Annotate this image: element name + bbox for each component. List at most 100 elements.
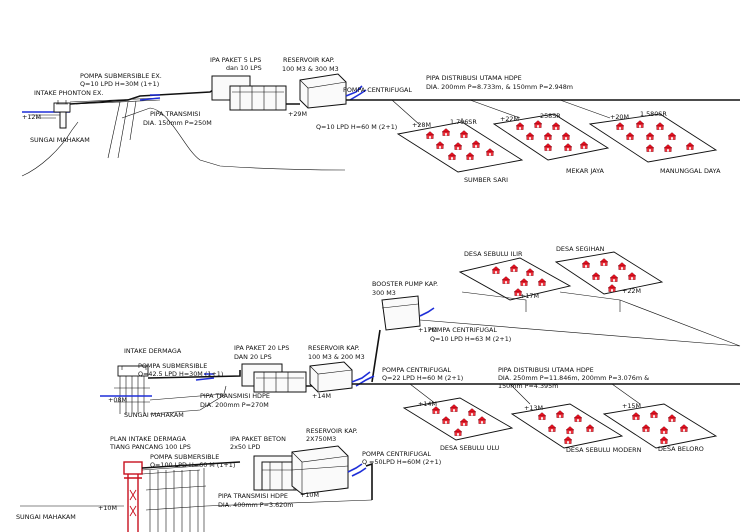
pipe-intake-3: [141, 461, 241, 469]
s2-upper-v1-name: DESA SEBULU ILIR: [464, 250, 523, 258]
s1-distribusi-1: PIPA DISTRIBUSI UTAMA HDPE: [426, 74, 522, 82]
s2-reservoir-2: 100 M3 & 200 M3: [308, 353, 365, 361]
village-segihan: [554, 251, 664, 295]
s3-river-label: SUNGAI MAHAKAM: [16, 513, 76, 521]
s1-v2-length: 258SR: [540, 112, 561, 120]
s2-lower-v3-elev: +15M: [622, 402, 641, 410]
s3-reservoir-2: 2X750M3: [306, 435, 336, 443]
pump-centrifugal-1-icon: [345, 85, 367, 101]
village-manunggal-daya: [588, 113, 718, 163]
s3-elev-intake: +10M: [98, 504, 117, 512]
s2-intake-label: INTAKE DERMAGA: [124, 347, 182, 355]
s2-upper-v2-elev: +22M: [622, 287, 641, 295]
s3-ipa-paket-1: IPA PAKET BETON: [230, 435, 286, 443]
s1-v3-length: 1.580SR: [640, 110, 667, 118]
s2-pompa-cent-2: Q=22 LPD H=60 M (2+1): [382, 374, 463, 382]
intake-dermaga-tower-icon: [114, 365, 150, 414]
s2-upper-v1-elev: +17M: [520, 292, 539, 300]
ipa-paket-20-tank-icon: [241, 363, 307, 393]
booster-pump-tank-icon: [381, 295, 421, 331]
s1-v1-length: 1.796SR: [450, 118, 477, 126]
s3-pompa-cent-2: Q =50LPD H=60M (2+1): [362, 458, 441, 466]
s3-plan-intake-1: PLAN INTAKE DERMAGA: [110, 435, 187, 443]
s1-pompa-sub-line2: Q=10 LPD H=30M (1+1): [80, 80, 159, 88]
ipa-paket-tank-icon: [211, 75, 287, 111]
s3-ipa-paket-2: 2x50 LPD: [230, 443, 260, 451]
plan-intake-tower-icon: [123, 461, 207, 532]
s2-pompa-sub-2: Q=42.5 LPD H=30M (1+1): [138, 370, 223, 378]
riverbank-line: [21, 107, 346, 177]
s1-pompa-cent-1: POMPA CENTRIFUGAL: [343, 86, 412, 94]
s2-distribusi-2: DIA. 250mm P=11.846m, 200mm P=3.076m &: [498, 374, 649, 382]
s1-ipa-paket-1: IPA PAKET 5 LPS: [210, 56, 261, 64]
s2-booster-elev: +17M: [418, 326, 437, 334]
reservoir-3-tank-icon: [291, 445, 349, 495]
s2-booster-pump-2: Q=10 LPD H=63 M (2+1): [430, 335, 511, 343]
village-beloro: [602, 403, 718, 449]
reservoir-1-tank-icon: [299, 73, 347, 109]
s1-elev-reservoir: +29M: [288, 110, 307, 118]
s2-elev-intake: +08M: [108, 396, 127, 404]
s2-ipa-paket-2: DAN 20 LPS: [234, 353, 272, 361]
s1-pompa-cent-2: Q=10 LPD H=60 M (2+1): [316, 123, 397, 131]
s3-pompa-sub-2: Q=100 LPD H=60 M (1+1): [150, 461, 235, 469]
s1-reservoir-2: 100 M3 & 300 M3: [282, 65, 339, 73]
s1-v3-elev: +20M: [610, 113, 629, 121]
s2-pipa-transmisi-1: PIPA TRANSMISI HDPE: [200, 392, 270, 400]
s3-pipa-transmisi-2: DIA. 400mm P=3.620m: [218, 501, 294, 509]
s2-lower-v1-elev: +14M: [418, 400, 437, 408]
village-sebulu-modern: [510, 403, 624, 449]
village-sumber-sari: [396, 118, 524, 173]
pipe-transmisi-3: [365, 462, 373, 500]
system-2: DESA SEBULU ILIR DESA SEGIHAN +17M +22M …: [100, 245, 741, 454]
intake-pontoon: [53, 102, 71, 113]
s3-reservoir-1: RESERVOIR KAP.: [306, 427, 358, 435]
system-3: PLAN INTAKE DERMAGA TIANG PANCANG 100 LP…: [16, 427, 441, 532]
s1-v2-elev: +22M: [500, 115, 519, 123]
s2-pompa-cent-1: POMPA CENTRIFUGAL: [382, 366, 451, 374]
s1-river-label: SUNGAI MAHAKAM: [30, 136, 90, 144]
s2-reservoir-1: RESERVOIR KAP.: [308, 344, 360, 352]
s3-plan-intake-2: TIANG PANCANG 100 LPS: [109, 443, 191, 451]
s1-pipa-transmisi-1: PIPA TRANSMISI: [150, 110, 200, 118]
s2-river-label: SUNGAI MAHAKAM: [124, 411, 184, 419]
pipe-transmisi-2: [147, 370, 241, 379]
s2-ipa-paket-1: IPA PAKET 20 LPS: [234, 344, 289, 352]
system-1: POMPA SUBMERSIBLE EX. Q=10 LPD H=30M (1+…: [21, 56, 740, 184]
s3-elev-plant: +10M: [300, 491, 319, 499]
s3-pipa-transmisi-1: PIPA TRANSMISI HDPE: [218, 492, 288, 500]
s2-pompa-sub-1: POMPA SUBMERSIBLE: [138, 362, 207, 370]
pipe-distribusi-2: [306, 383, 740, 387]
reservoir-2-tank-icon: [309, 361, 353, 393]
s2-lower-v3-name: DESA BELORO: [658, 445, 704, 453]
s2-booster-pump-1: POMPA CENTRIFUGAL: [428, 326, 497, 334]
village-mekar-jaya: [492, 113, 610, 161]
pump-submersible-2-icon: [195, 373, 215, 381]
s1-v3-name: MANUNGGAL DAYA: [660, 167, 721, 175]
s2-elev-reservoir: +14M: [312, 392, 331, 400]
ground-line-3: [20, 499, 373, 507]
pump-submersible-1-icon: [139, 94, 161, 101]
pier: [69, 97, 161, 159]
s2-booster-2: 300 M3: [372, 289, 396, 297]
s3-pompa-cent-1: POMPA CENTRIFUGAL: [362, 450, 431, 458]
s1-pipa-transmisi-2: DIA. 150mm P=250M: [143, 119, 212, 127]
s1-elev-intake: +12M: [22, 113, 41, 121]
s1-pompa-sub-line1: POMPA SUBMERSIBLE EX.: [80, 72, 162, 80]
s1-intake-label: INTAKE PHONTON EX.: [34, 89, 103, 97]
s1-reservoir-1: RESERVOIR KAP.: [283, 56, 335, 64]
s2-pipa-transmisi-2: DIA. 200mm P=270M: [200, 401, 269, 409]
s1-v1-elev: +28M: [412, 121, 431, 129]
pump-centrifugal-3-icon: [347, 463, 367, 477]
s1-ipa-paket-2: dan 10 LPS: [226, 64, 262, 72]
s2-distribusi-1: PIPA DISTRIBUSI UTAMA HDPE: [498, 366, 594, 374]
s2-lower-v2-name: DESA SEBULU MODERN: [566, 446, 642, 454]
s2-lower-v2-elev: +13M: [524, 404, 543, 412]
s2-lower-v1-name: DESA SEBULU ULU: [440, 444, 500, 452]
s1-distribusi-2: DIA. 200mm P=8.733m, & 150mm P=2.948m: [426, 83, 573, 91]
s3-pompa-sub-1: POMPA SUBMERSIBLE: [150, 453, 219, 461]
pipe-distribusi-1: [286, 99, 740, 105]
pipe-to-booster: [371, 329, 381, 383]
booster-pump-icon: [419, 307, 435, 317]
